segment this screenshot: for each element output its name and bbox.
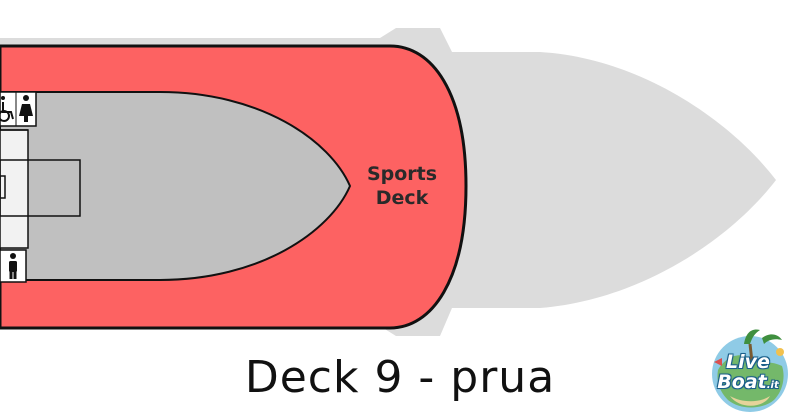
- globe-icon: [712, 329, 788, 412]
- sports-deck-label-line1: Sports: [366, 163, 438, 185]
- wheelchair-icon: [0, 96, 14, 122]
- liveboat-logo: Live Boat.it: [700, 322, 796, 416]
- structure-left-panel: [0, 129, 29, 249]
- deck-caption: Deck 9 - prua: [244, 352, 556, 403]
- inner-open-area: [0, 91, 352, 281]
- structure-marker: [0, 175, 6, 199]
- logo-suffix: .it: [766, 380, 779, 391]
- logo-line1: Live: [726, 351, 770, 373]
- sports-deck-label-line2: Deck: [375, 187, 429, 209]
- logo-line2: Boat: [717, 371, 767, 393]
- structure-left-box: [0, 159, 81, 217]
- man-icon: [9, 253, 17, 279]
- woman-icon: [19, 95, 33, 122]
- logo-wordmark: Live Boat.it: [700, 352, 796, 396]
- sports-deck-label: Sports Deck: [352, 162, 452, 210]
